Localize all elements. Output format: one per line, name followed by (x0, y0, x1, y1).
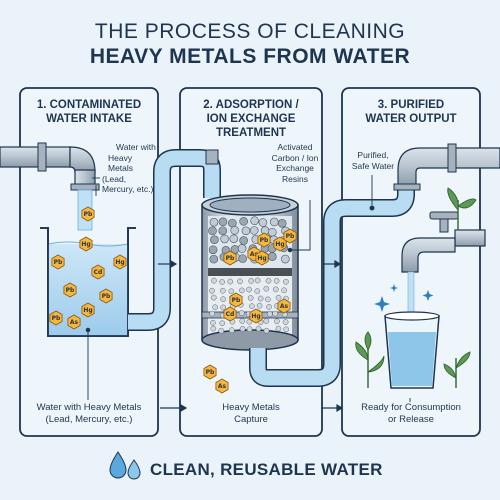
flow-arrows (158, 259, 344, 413)
water-drops-icon (109, 451, 141, 480)
metal-particle-hg: Hg (81, 302, 95, 318)
panel-2-caption-line2: Capture (234, 414, 268, 425)
metal-symbol: Pb (84, 211, 93, 218)
panel-2-caption: Heavy Metals Capture (180, 402, 322, 426)
panel-2-heading-line2: ION EXCHANGE (206, 113, 296, 125)
metal-particle-as: As (67, 314, 81, 330)
metal-symbol: As (250, 251, 259, 258)
panel-3-caption-line2: or Release (388, 414, 434, 425)
plant-icon-left (355, 331, 385, 388)
metal-symbol: Hg (115, 259, 124, 266)
metal-particle-as: As (277, 298, 291, 314)
panel-3-note: Purified, Safe Water (346, 150, 400, 171)
metal-symbol: As (218, 383, 227, 390)
panel-1-note: Water with Heavy Metals (Lead, Mercury, … (102, 142, 158, 195)
footer-text: CLEAN, REUSABLE WATER (150, 460, 383, 479)
metal-symbol: Pb (286, 233, 295, 240)
metal-particle-pb: Pb (63, 282, 77, 298)
metal-particle-hg: Hg (255, 250, 269, 266)
sparkle-icons (374, 284, 434, 312)
metal-symbol: As (280, 303, 289, 310)
metal-particle-cd: Cd (223, 306, 237, 322)
metal-symbol: Hg (275, 241, 284, 248)
panel-1-caption-line1: Water with Heavy Metals (36, 402, 142, 413)
metal-particle-pb: Pb (49, 310, 63, 326)
metal-symbol: Pb (52, 315, 61, 322)
panel-1-heading-line2: WATER INTAKE (46, 113, 132, 125)
panel-2-note: Activated Carbon / Ion Exchange Resins (270, 142, 320, 184)
faucet (401, 211, 486, 319)
metal-particle-cd: Cd (91, 264, 105, 280)
title-line-1: THE PROCESS OF CLEANING (94, 20, 406, 43)
panel-2-note-line1: Activated (277, 142, 313, 152)
metal-symbol: Cd (94, 269, 103, 276)
panel-2-heading-line1: 2. ADSORPTION / (203, 99, 299, 111)
metal-particle-pb: Pb (229, 292, 243, 308)
metal-particle-pb: Pb (81, 206, 95, 222)
panel-1-caption-line2: (Lead, Mercury, etc.) (45, 414, 133, 425)
panel-2-heading-line3: TREATMENT (215, 127, 287, 139)
pointer-lines (85, 175, 411, 402)
panel-2-note-line2: Carbon / Ion (271, 152, 319, 163)
metal-particle-hg: Hg (113, 254, 127, 270)
metal-symbol: Hg (83, 307, 92, 314)
metal-symbol: As (70, 319, 79, 326)
panel-3-note-line2: Safe Water (351, 160, 395, 171)
panel-3-caption: Ready for Consumption or Release (342, 402, 480, 426)
inlet-pipe (0, 142, 100, 191)
panel-1-note-line2: Heavy Metals (108, 152, 134, 174)
metal-particle-pb: Pb (203, 364, 217, 380)
plant-icon-top (447, 187, 477, 230)
panel-1-note-line3: (Lead, Mercury, etc.) (102, 173, 154, 195)
metal-particle-as: As (215, 378, 229, 394)
metal-symbol: Pb (54, 259, 63, 266)
metal-symbol: Hg (257, 255, 266, 262)
metal-symbol: Pb (66, 287, 75, 294)
metal-particle-pb: Pb (223, 250, 237, 266)
panel-2-heading: 2. ADSORPTION / ION EXCHANGE TREATMENT (180, 98, 322, 140)
plant-icon-right (443, 351, 471, 388)
panel-3-heading: 3. PURIFIED WATER OUTPUT (342, 98, 480, 126)
metal-symbol: Pb (226, 255, 235, 262)
metal-particle-pb: Pb (51, 254, 65, 270)
metal-particle-hg: Hg (79, 236, 93, 252)
metal-symbol: Pb (260, 237, 269, 244)
panel-3-note-line1: Purified, (357, 150, 389, 160)
panel-2-caption-line1: Heavy Metals (222, 402, 280, 413)
panel-3-heading-line2: WATER OUTPUT (365, 113, 457, 125)
panel-1-heading: 1. CONTAMINATED WATER INTAKE (20, 98, 158, 126)
metal-particle-pb: Pb (283, 228, 297, 244)
metal-symbol: Hg (81, 241, 90, 248)
metal-particle-hg: Hg (249, 308, 263, 324)
title-line-2: HEAVY METALS FROM WATER (89, 45, 411, 68)
metal-symbol: Cd (226, 311, 235, 318)
metal-symbol: Pb (206, 369, 215, 376)
metal-particle-pb: Pb (99, 288, 113, 304)
panel-2-note-line3: Exchange (276, 163, 314, 173)
outlet-pipe (393, 143, 500, 191)
metal-symbol: Hg (251, 313, 260, 320)
water-glass (384, 311, 440, 389)
metal-symbol: Pb (232, 297, 241, 304)
panel-1-heading-line1: 1. CONTAMINATED (36, 99, 142, 111)
panel-2-note-line4: Resins (282, 173, 308, 184)
metal-particle-pb: Pb (257, 232, 271, 248)
metal-symbol: Pb (102, 293, 111, 300)
panel-3-caption-line1: Ready for Consumption (361, 402, 461, 413)
panel-1-caption: Water with Heavy Metals (Lead, Mercury, … (20, 402, 158, 426)
panel-3-heading-line1: 3. PURIFIED (377, 99, 445, 111)
panel-1-note-line1: Water with (116, 142, 156, 152)
